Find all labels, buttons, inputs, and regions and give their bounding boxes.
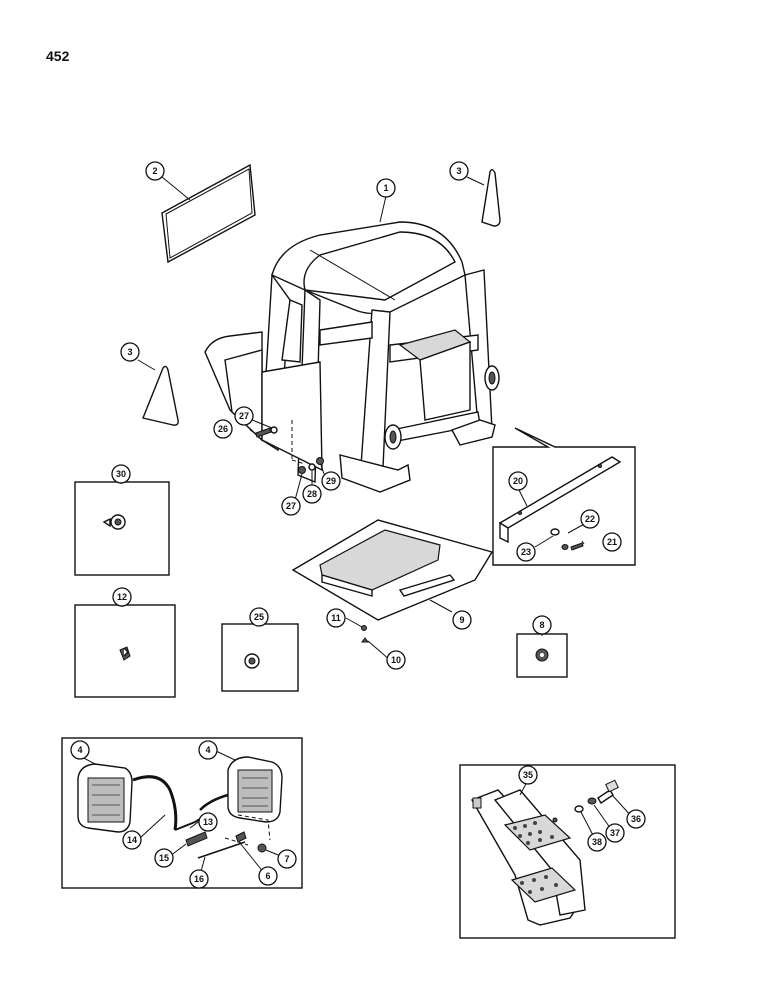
lamp-assembly-detail [61, 737, 303, 889]
svg-text:27: 27 [286, 501, 296, 511]
svg-text:36: 36 [631, 814, 641, 824]
svg-text:27: 27 [239, 411, 249, 421]
svg-text:29: 29 [326, 476, 336, 486]
svg-text:14: 14 [127, 835, 137, 845]
callout-27-lower: 27 [281, 496, 301, 516]
cab-mount-hardware [255, 426, 324, 474]
callout-4-left: 4 [70, 740, 90, 760]
callout-8: 8 [532, 615, 552, 635]
svg-text:12: 12 [117, 592, 127, 602]
svg-text:15: 15 [159, 853, 169, 863]
callout-36: 36 [626, 809, 646, 829]
svg-text:22: 22 [585, 514, 595, 524]
callout-25: 25 [249, 607, 269, 627]
svg-text:3: 3 [456, 166, 461, 176]
svg-text:37: 37 [610, 828, 620, 838]
svg-text:26: 26 [218, 424, 228, 434]
svg-text:28: 28 [307, 489, 317, 499]
callout-14: 14 [122, 830, 142, 850]
svg-text:38: 38 [592, 837, 602, 847]
step-assembly-detail [459, 764, 676, 939]
side-window-glass-left [142, 365, 179, 426]
svg-text:20: 20 [513, 476, 523, 486]
svg-text:3: 3 [127, 347, 132, 357]
callout-1: 1 [376, 178, 396, 198]
callout-6: 6 [258, 866, 278, 886]
callout-20: 20 [508, 471, 528, 491]
callout-7: 7 [277, 849, 297, 869]
callout-9: 9 [452, 610, 472, 630]
callout-13: 13 [198, 812, 218, 832]
callout-10: 10 [386, 650, 406, 670]
callout-22: 22 [580, 509, 600, 529]
svg-text:10: 10 [391, 655, 401, 665]
callout-16: 16 [189, 869, 209, 889]
callout-35: 35 [518, 765, 538, 785]
svg-text:1: 1 [383, 183, 388, 193]
callout-3-lower: 3 [120, 342, 140, 362]
detail-box-8 [516, 633, 568, 678]
callout-11: 11 [326, 608, 346, 628]
callout-27-upper: 27 [234, 406, 254, 426]
callout-2: 2 [145, 161, 165, 181]
callout-21: 21 [602, 532, 622, 552]
svg-text:4: 4 [77, 745, 82, 755]
rear-window-glass [161, 163, 256, 264]
svg-text:13: 13 [203, 817, 213, 827]
callout-37: 37 [605, 823, 625, 843]
callout-23: 23 [516, 542, 536, 562]
page-number: 452 [46, 48, 70, 64]
callout-3-upper: 3 [449, 161, 469, 181]
trim-strip-detail [492, 427, 636, 566]
svg-text:11: 11 [331, 613, 341, 623]
callout-4-right: 4 [198, 740, 218, 760]
svg-text:21: 21 [607, 537, 617, 547]
svg-text:23: 23 [521, 547, 531, 557]
callout-29: 29 [321, 471, 341, 491]
callout-38: 38 [587, 832, 607, 852]
svg-text:4: 4 [205, 745, 210, 755]
callout-28: 28 [302, 484, 322, 504]
cab-frame [204, 221, 500, 493]
svg-text:9: 9 [459, 615, 464, 625]
floor-mat [291, 519, 494, 643]
callout-26: 26 [213, 419, 233, 439]
detail-box-25 [221, 623, 299, 692]
svg-text:16: 16 [194, 874, 204, 884]
side-window-glass-right [481, 169, 501, 227]
svg-text:6: 6 [265, 871, 270, 881]
callout-15: 15 [154, 848, 174, 868]
detail-box-30 [74, 481, 170, 576]
callout-12: 12 [112, 587, 132, 607]
callout-30: 30 [111, 464, 131, 484]
svg-text:35: 35 [523, 770, 533, 780]
svg-text:25: 25 [254, 612, 264, 622]
svg-text:30: 30 [116, 469, 126, 479]
svg-text:7: 7 [284, 854, 289, 864]
detail-box-12 [74, 604, 176, 698]
svg-text:2: 2 [152, 166, 157, 176]
svg-text:8: 8 [539, 620, 544, 630]
